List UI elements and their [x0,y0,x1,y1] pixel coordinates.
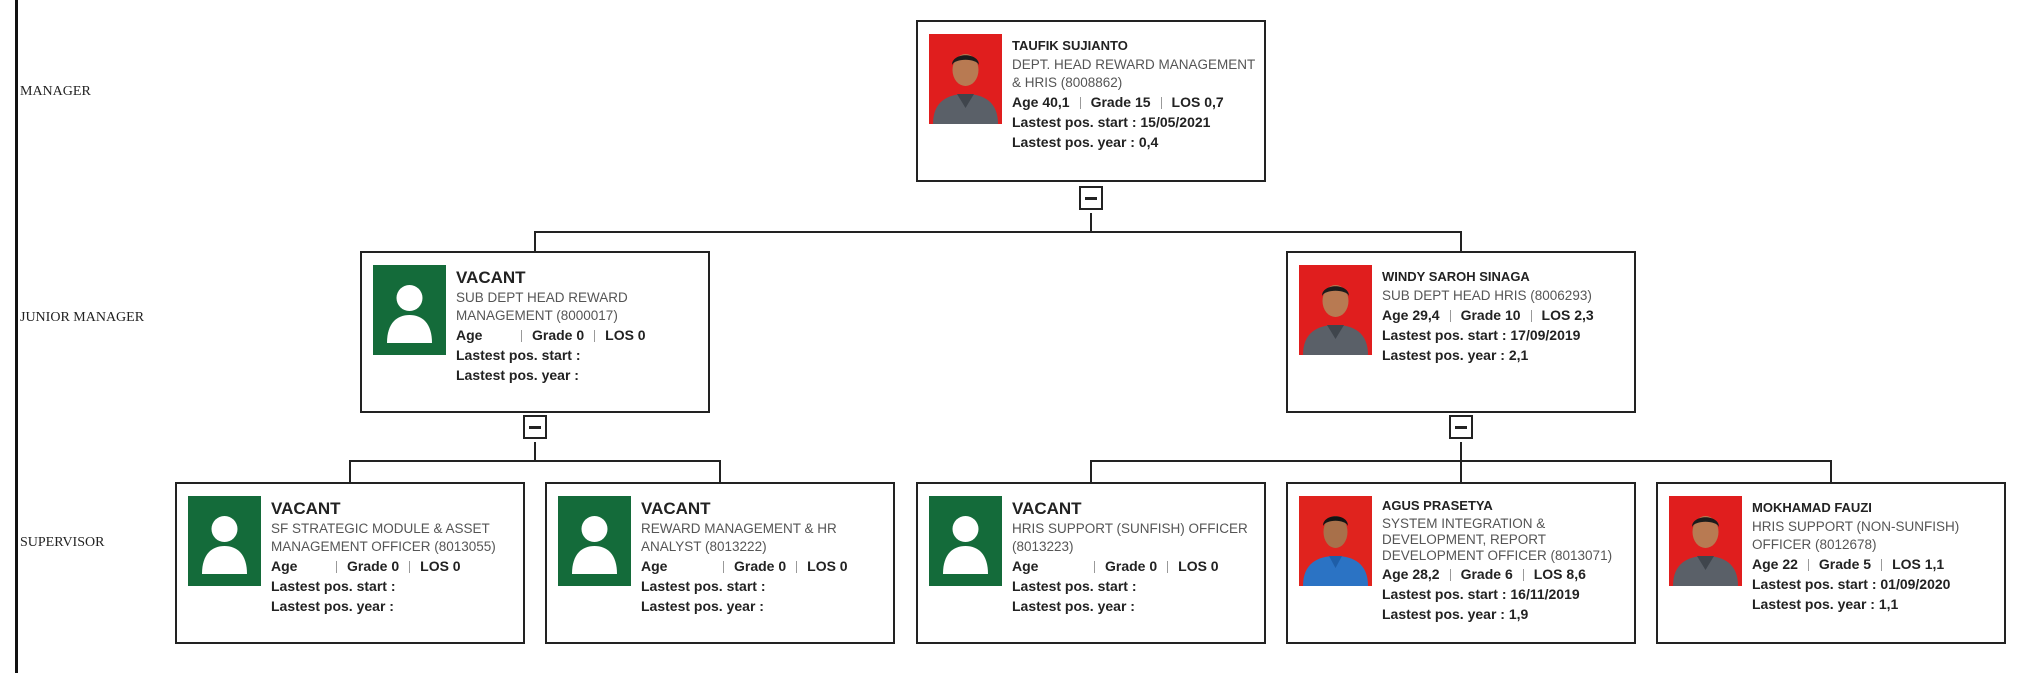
connector [349,460,351,482]
connector [1090,213,1092,233]
los-value: LOS 1,1 [1892,556,1945,572]
latest-pos-year: Lastest pos. year : 1,1 [1752,596,1899,612]
los-value: LOS 2,3 [1541,307,1594,323]
employee-name: VACANT [456,268,526,287]
connector [534,231,1462,233]
latest-pos-year: Lastest pos. year : [641,598,764,614]
employee-photo [1299,265,1372,355]
employee-name: AGUS PRASETYA [1382,498,1493,513]
latest-pos-start: Lastest pos. start : [456,347,581,363]
grade-value: Grade 0 [532,327,585,343]
connector [719,460,721,482]
grade-value: Grade 5 [1818,556,1872,572]
employee-name: VACANT [271,499,341,518]
employee-name: VACANT [1012,499,1082,518]
level-label-manager: MANAGER [20,84,91,99]
grade-value: Grade 0 [347,558,400,574]
los-value: LOS 0 [420,558,461,574]
age-value: Age 40,1 [1012,94,1070,110]
position-title: SF STRATEGIC MODULE & ASSET MANAGEMENT O… [271,521,496,554]
level-axis-line [15,0,18,673]
employee-stats: Age 28,2 Grade 6 LOS 8,6 [1382,564,1628,584]
position-title: REWARD MANAGEMENT & HR ANALYST (8013222) [641,521,837,554]
level-label-junior-manager: JUNIOR MANAGER [20,310,145,325]
position-title: SYSTEM INTEGRATION & DEVELOPMENT, REPORT… [1382,516,1613,563]
grade-value: Grade 15 [1090,94,1151,110]
org-card-taufik-sujianto[interactable]: TAUFIK SUJIANTO DEPT. HEAD REWARD MANAGE… [916,20,1266,182]
latest-pos-year: Lastest pos. year : [456,367,579,383]
los-value: LOS 0,7 [1171,94,1224,110]
latest-pos-start: Lastest pos. start : 15/05/2021 [1012,114,1211,130]
employee-stats: Age Grade 0 LOS 0 [271,556,517,576]
position-title: DEPT. HEAD REWARD MANAGEMENT & HRIS (800… [1012,57,1256,90]
age-value: Age [641,558,668,574]
org-card-vacant-sub-dept-head-reward[interactable]: VACANT SUB DEPT HEAD REWARD MANAGEMENT (… [360,251,710,413]
age-value: Age [1012,558,1039,574]
org-card-mokhamad-fauzi[interactable]: MOKHAMAD FAUZI HRIS SUPPORT (NON-SUNFISH… [1656,482,2006,644]
connector [1090,460,1092,482]
los-value: LOS 0 [807,558,848,574]
employee-name: VACANT [641,499,711,518]
age-value: Age [456,327,483,343]
position-title: SUB DEPT HEAD HRIS (8006293) [1382,288,1592,303]
employee-name: WINDY SAROH SINAGA [1382,269,1530,284]
position-title: HRIS SUPPORT (NON-SUNFISH) OFFICER (8012… [1752,519,1960,552]
age-value: Age [271,558,298,574]
latest-pos-start: Lastest pos. start : 16/11/2019 [1382,586,1580,602]
grade-value: Grade 0 [734,558,787,574]
employee-photo [929,34,1002,124]
employee-stats: Age 29,4 Grade 10 LOS 2,3 [1382,305,1628,325]
employee-stats: Age Grade 0 LOS 0 [456,325,702,345]
employee-photo [1669,496,1742,586]
age-value: Age 28,2 [1382,566,1440,582]
org-card-vacant-sf-strategic-module[interactable]: VACANT SF STRATEGIC MODULE & ASSET MANAG… [175,482,525,644]
los-value: LOS 8,6 [1533,566,1586,582]
collapse-toggle-windy[interactable] [1449,415,1473,439]
connector [1460,231,1462,252]
latest-pos-start: Lastest pos. start : 17/09/2019 [1382,327,1581,343]
collapse-toggle-taufik[interactable] [1079,186,1103,210]
vacant-person-icon [558,496,631,586]
employee-stats: Age Grade 0 LOS 0 [1012,556,1258,576]
vacant-person-icon [373,265,446,355]
latest-pos-start: Lastest pos. start : [641,578,766,594]
connector [1460,460,1462,482]
vacant-person-icon [929,496,1002,586]
latest-pos-start: Lastest pos. start : [271,578,396,594]
los-value: LOS 0 [1178,558,1219,574]
org-card-windy-saroh-sinaga[interactable]: WINDY SAROH SINAGA SUB DEPT HEAD HRIS (8… [1286,251,1636,413]
connector [349,460,721,462]
connector [534,231,536,252]
collapse-toggle-vacant-sub[interactable] [523,415,547,439]
org-card-agus-prasetya[interactable]: AGUS PRASETYA SYSTEM INTEGRATION & DEVEL… [1286,482,1636,644]
los-value: LOS 0 [605,327,646,343]
grade-value: Grade 10 [1460,307,1521,323]
latest-pos-year: Lastest pos. year : [1012,598,1135,614]
org-card-vacant-hris-support-sunfish[interactable]: VACANT HRIS SUPPORT (SUNFISH) OFFICER (8… [916,482,1266,644]
grade-value: Grade 6 [1460,566,1513,582]
latest-pos-start: Lastest pos. start : 01/09/2020 [1752,576,1951,592]
grade-value: Grade 0 [1105,558,1158,574]
employee-stats: Age 22 Grade 5 LOS 1,1 [1752,554,1998,574]
level-label-supervisor: SUPERVISOR [20,535,105,550]
age-value: Age 22 [1752,556,1798,572]
employee-photo [1299,496,1372,586]
latest-pos-year: Lastest pos. year : 2,1 [1382,347,1529,363]
employee-name: TAUFIK SUJIANTO [1012,38,1128,53]
employee-stats: Age Grade 0 LOS 0 [641,556,887,576]
position-title: SUB DEPT HEAD REWARD MANAGEMENT (8000017… [456,290,628,323]
position-title: HRIS SUPPORT (SUNFISH) OFFICER (8013223) [1012,521,1248,554]
age-value: Age 29,4 [1382,307,1440,323]
vacant-person-icon [188,496,261,586]
employee-stats: Age 40,1 Grade 15 LOS 0,7 [1012,92,1258,112]
employee-name: MOKHAMAD FAUZI [1752,500,1872,515]
connector [1460,442,1462,462]
latest-pos-year: Lastest pos. year : [271,598,394,614]
org-card-vacant-reward-management-analyst[interactable]: VACANT REWARD MANAGEMENT & HR ANALYST (8… [545,482,895,644]
latest-pos-start: Lastest pos. start : [1012,578,1137,594]
latest-pos-year: Lastest pos. year : 1,9 [1382,606,1529,622]
connector [534,442,536,462]
connector [1830,460,1832,482]
latest-pos-year: Lastest pos. year : 0,4 [1012,134,1159,150]
